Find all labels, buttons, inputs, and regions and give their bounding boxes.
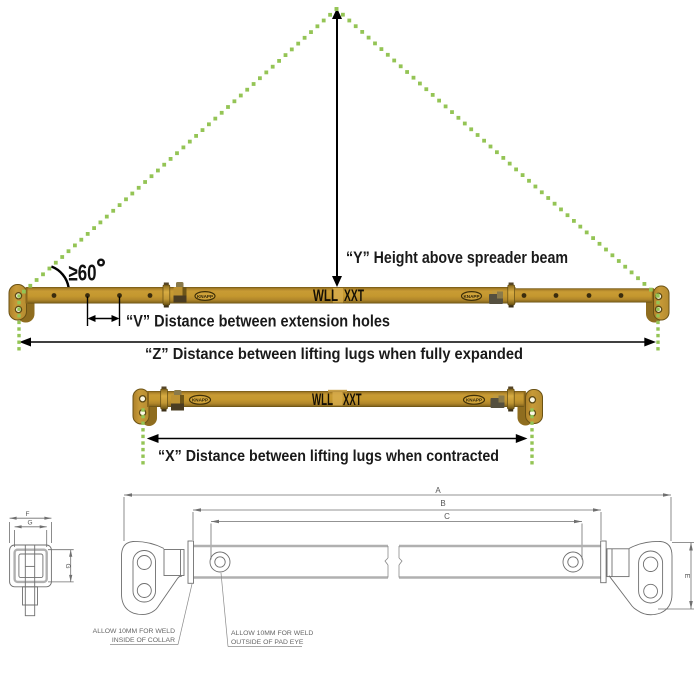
svg-text:WLL: WLL (313, 287, 338, 305)
svg-text:G: G (64, 563, 71, 568)
svg-text:ALLOW 10MM FOR WELD: ALLOW 10MM FOR WELD (93, 628, 175, 635)
svg-text:OUTSIDE OF PAD EYE: OUTSIDE OF PAD EYE (231, 639, 304, 646)
svg-text:F: F (26, 511, 30, 518)
svg-text:KNAPP: KNAPP (466, 398, 482, 403)
svg-text:B: B (440, 499, 445, 508)
svg-text:KNAPP: KNAPP (192, 398, 208, 403)
svg-text:“X” Distance between lifting l: “X” Distance between lifting lugs when c… (158, 448, 499, 465)
svg-text:E: E (683, 574, 690, 579)
svg-text:“Y” Height above spreader beam: “Y” Height above spreader beam (346, 248, 568, 267)
svg-text:“Z” Distance between lifting l: “Z” Distance between lifting lugs when f… (145, 346, 523, 363)
svg-text:“V” Distance between extension: “V” Distance between extension holes (126, 313, 390, 331)
svg-text:≥60: ≥60 (69, 260, 97, 286)
svg-text:XXT: XXT (344, 287, 364, 305)
svg-text:KNAPP: KNAPP (463, 294, 479, 299)
svg-text:INSIDE OF COLLAR: INSIDE OF COLLAR (112, 637, 175, 644)
svg-text:G: G (27, 520, 32, 527)
svg-text:WLL: WLL (312, 391, 333, 409)
svg-text:ALLOW 10MM FOR WELD: ALLOW 10MM FOR WELD (231, 630, 313, 637)
svg-text:KNAPP: KNAPP (197, 294, 213, 299)
svg-text:XXT: XXT (343, 391, 362, 409)
svg-text:A: A (435, 486, 441, 495)
svg-text:C: C (444, 512, 450, 521)
